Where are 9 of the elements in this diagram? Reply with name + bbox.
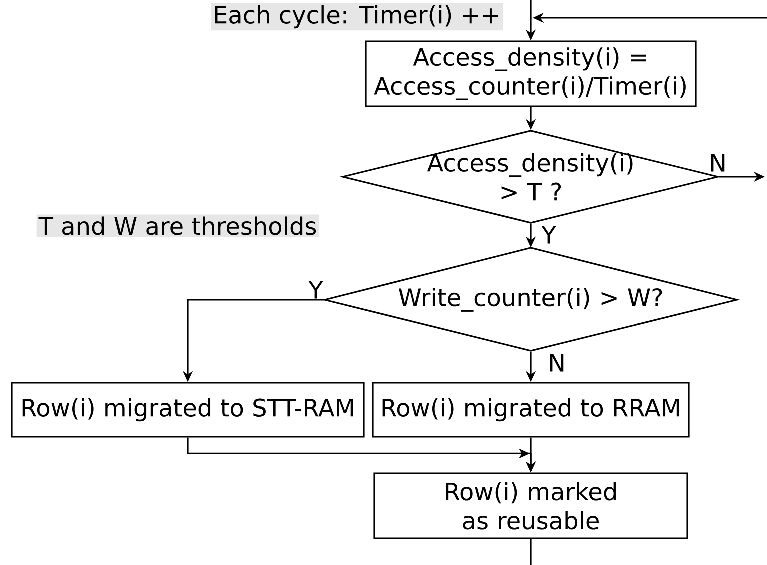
process-box: Row(i) migrated to STT-RAM <box>11 382 365 438</box>
edge-label: Y <box>542 226 556 244</box>
note-label: Each cycle: Timer(i) ++ <box>210 3 504 31</box>
edge-label: Y <box>308 281 324 299</box>
process-box: Access_density(i) = Access_counter(i)/Timer(i) <box>365 40 697 108</box>
edge-label: N <box>550 354 564 372</box>
process-box: Row(i) migrated to RRAM <box>372 382 690 438</box>
process-box: Row(i) marked as reusable <box>374 472 688 540</box>
note-label: T and W are thresholds <box>36 214 320 238</box>
